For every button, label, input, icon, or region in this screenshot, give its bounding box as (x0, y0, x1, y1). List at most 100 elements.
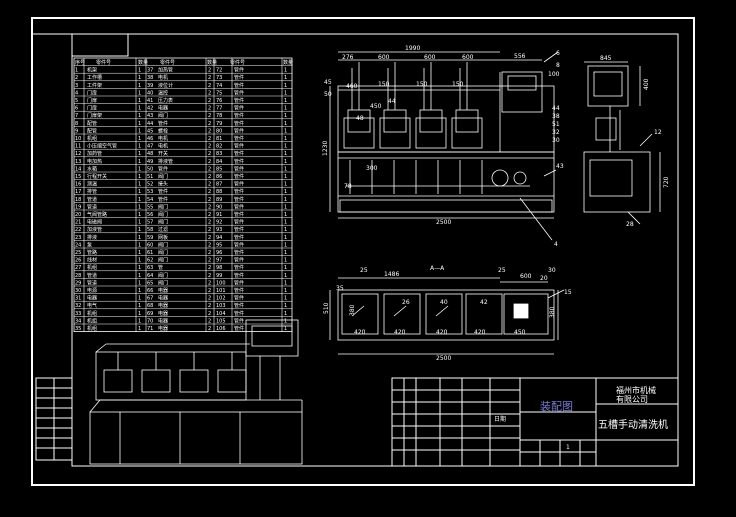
bom-qty-b: 2 (208, 204, 211, 210)
bom-qty-b: 2 (208, 121, 211, 127)
bom-part-c: 管件 (234, 188, 244, 195)
bom-part-a: 电器 (87, 295, 97, 302)
bom-index-c: 83 (216, 151, 222, 157)
dim-seg-2: 600 (378, 54, 390, 61)
bom-index-c: 93 (216, 227, 222, 233)
inner-frame (71, 33, 679, 467)
bom-qty-a: 1 (138, 189, 141, 195)
bom-qty-a: 1 (138, 242, 141, 248)
bom-index-b: 61 (147, 250, 153, 256)
bom-part-a: 机组 (87, 317, 97, 324)
bom-qty-c: 1 (284, 258, 287, 264)
bom-part-c: 管件 (234, 165, 244, 172)
section-callout-2: 26 (402, 299, 410, 306)
bom-qty-a: 1 (138, 182, 141, 188)
bom-qty-c: 1 (284, 318, 287, 324)
section-label: A—A (430, 265, 445, 272)
dim-right-b: 8 (556, 62, 560, 69)
bom-row-index: 18 (75, 197, 81, 203)
bom-qty-c: 1 (284, 220, 287, 226)
bom-row-index: 4 (75, 90, 78, 96)
bom-part-a: 机组 (87, 135, 97, 142)
section-callout-4: 42 (480, 299, 488, 306)
bom-part-c: 管件 (234, 219, 244, 226)
bom-qty-b: 2 (208, 75, 211, 81)
bom-part-a: 配管 (87, 127, 97, 134)
bom-part-a: 管道 (87, 279, 97, 286)
bom-part-b: 阀门 (158, 112, 168, 119)
bom-row-index: 1 (75, 68, 78, 74)
bom-header-cell: 数量 (138, 59, 148, 66)
bom-qty-a: 1 (138, 258, 141, 264)
bom-part-a: 电磁阀 (87, 219, 102, 226)
bom-index-c: 102 (216, 296, 226, 302)
bom-index-c: 80 (216, 128, 222, 134)
bom-part-c: 管件 (234, 203, 244, 210)
bom-part-c: 管件 (234, 158, 244, 165)
bom-part-b: 阀门 (158, 173, 168, 180)
bom-part-c: 管件 (234, 196, 244, 203)
bom-qty-a: 1 (138, 159, 141, 165)
date-cell: 日期 (494, 415, 506, 423)
section-callout-1: 35 (336, 285, 344, 292)
bom-index-b: 44 (147, 121, 153, 127)
bom-qty-c: 1 (284, 204, 287, 210)
dim-right-a: 6 (556, 50, 560, 57)
bom-qty-a: 1 (138, 296, 141, 302)
bom-part-a: 门扉 (87, 97, 97, 104)
bom-part-c: 管件 (234, 241, 244, 248)
bom-qty-b: 2 (208, 182, 211, 188)
bom-index-c: 98 (216, 265, 222, 271)
bom-part-a: 管道 (87, 272, 97, 279)
callout-r3: 51 (552, 121, 560, 128)
bom-part-b: 管件 (158, 120, 168, 127)
dim-mid-e: 44 (388, 98, 396, 105)
bom-index-c: 92 (216, 220, 222, 226)
bom-qty-b: 2 (208, 68, 211, 74)
bom-part-b: 电机 (158, 135, 168, 142)
bom-part-c: 管件 (234, 127, 244, 134)
bom-row-index: 22 (75, 227, 81, 233)
bom-qty-a: 1 (138, 212, 141, 218)
bom-qty-c: 1 (284, 144, 287, 150)
section-view (329, 277, 565, 355)
bom-part-a: 门扉架 (87, 112, 102, 119)
bom-row-index: 2 (75, 75, 78, 81)
bom-qty-a: 1 (138, 144, 141, 150)
bom-index-c: 101 (216, 288, 226, 294)
bom-part-b: 管件 (158, 188, 168, 195)
bom-index-c: 81 (216, 136, 222, 142)
revision-strip (35, 377, 73, 461)
bom-part-a: 电加热 (87, 158, 102, 165)
bom-qty-c: 1 (284, 75, 287, 81)
bom-part-b: 加热管 (158, 67, 173, 74)
bom-row-index: 15 (75, 174, 81, 180)
bom-part-a: 排管 (87, 188, 97, 195)
bom-qty-c: 1 (284, 174, 287, 180)
bom-part-a: 排液 (87, 234, 97, 241)
bom-index-c: 85 (216, 166, 222, 172)
bom-part-a: 水箱 (87, 165, 97, 172)
section-bottom-4: 420 (474, 329, 486, 336)
side-callout-b: 28 (626, 221, 634, 228)
callout-r2: 38 (552, 113, 560, 120)
bom-index-b: 39 (147, 83, 153, 89)
bom-index-b: 48 (147, 151, 153, 157)
bom-qty-b: 2 (208, 250, 211, 256)
bom-index-b: 37 (147, 68, 153, 74)
bom-part-b: 开关 (158, 150, 168, 157)
bom-qty-a: 1 (138, 90, 141, 96)
bom-qty-a: 1 (138, 273, 141, 279)
bom-qty-a: 1 (138, 174, 141, 180)
bom-qty-b: 2 (208, 220, 211, 226)
dim-lower-left: 78 (344, 183, 352, 190)
bom-index-b: 58 (147, 227, 153, 233)
bom-qty-a: 1 (138, 151, 141, 157)
bom-qty-b: 2 (208, 242, 211, 248)
bom-part-b: 压力表 (158, 97, 173, 104)
bom-qty-c: 1 (284, 128, 287, 134)
bom-qty-b: 2 (208, 258, 211, 264)
bom-index-b: 71 (147, 326, 153, 332)
bom-qty-b: 2 (208, 311, 211, 317)
bom-part-a: 泵 (87, 242, 92, 248)
